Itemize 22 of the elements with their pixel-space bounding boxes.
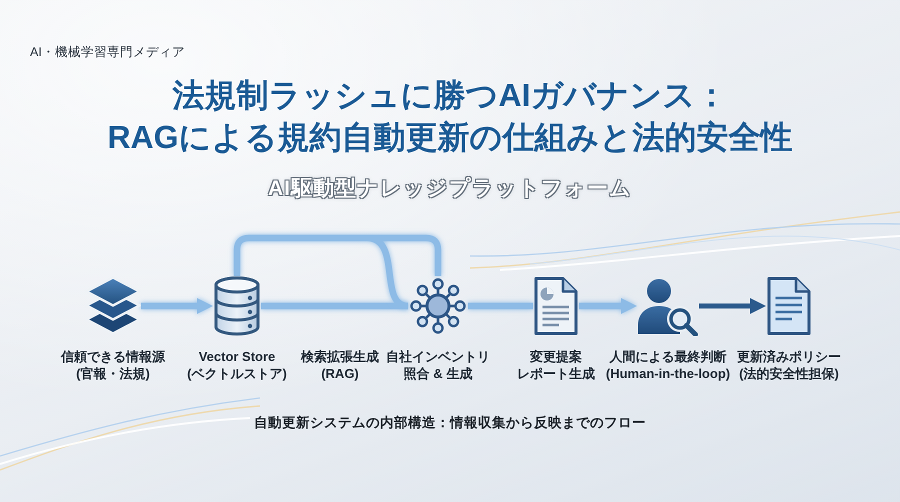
node-caption: 人間による最終判断(Human-in-the-loop) [605,348,731,382]
node-caption: Vector Store (ベクトルストア) [186,348,288,382]
connector-line [468,302,533,310]
connector-line [234,234,442,310]
arrow [699,298,766,314]
node-caption: 自社インベントリ照合 & 生成 [385,348,491,382]
document-icon [766,276,812,336]
tagline: AI・機械学習専門メディア [30,44,185,60]
subtitle: AI駆動型ナレッジプラットフォーム [268,175,632,202]
step-label: 検索拡張生成(RAG) [300,348,380,382]
arrow [141,298,213,314]
node-caption: 更新済みポリシー(法的安全性担保) [736,348,842,382]
node-caption: 変更提案レポート生成 [516,348,596,382]
document-icon [533,276,579,336]
database-icon [213,276,261,336]
person-magnifier-icon [637,276,699,336]
caption: 自動更新システムの内部構造：情報収集から反映までのフロー [254,414,646,432]
arrow [579,298,637,314]
network-icon [408,276,468,336]
connector-line [261,302,408,310]
title: 法規制ラッシュに勝つAIガバナンス：RAGによる規約自動更新の仕組みと法的安全性 [107,76,793,157]
node-caption: 信頼できる情報源(官報・法規) [60,348,166,382]
